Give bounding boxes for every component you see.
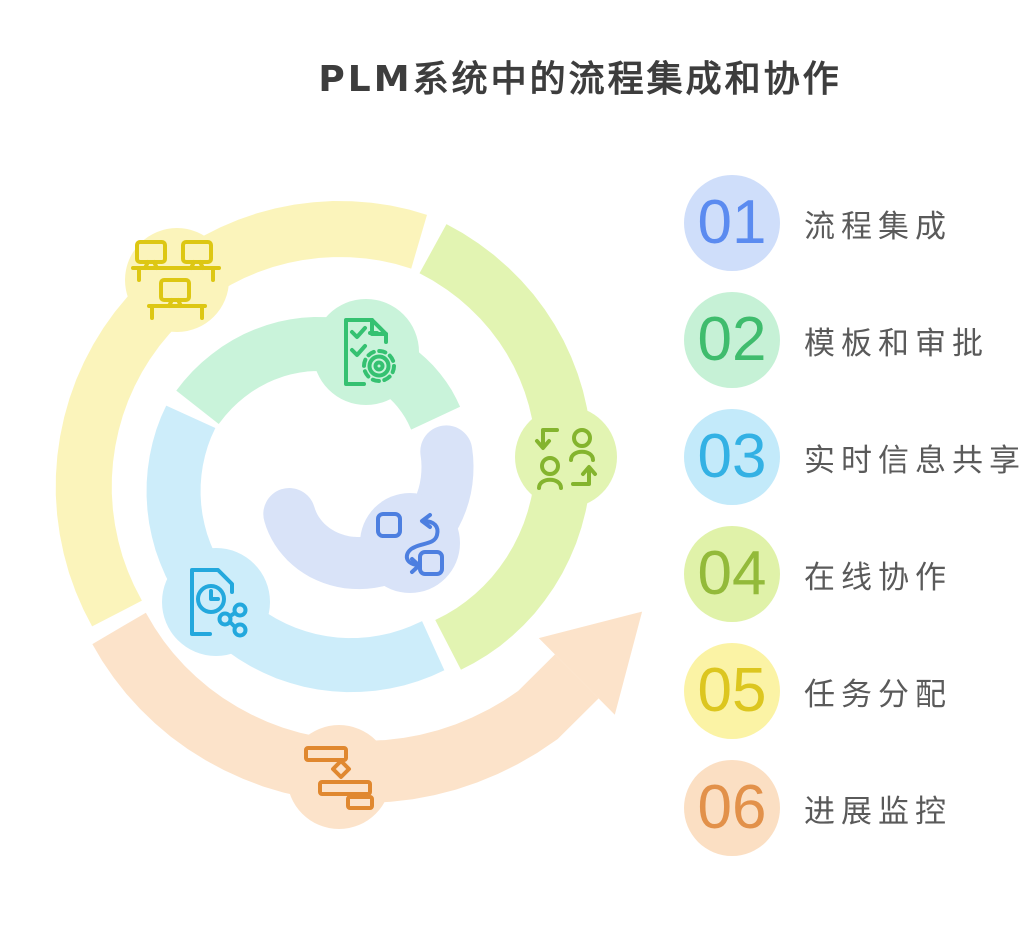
step-number-badge: 02 (684, 292, 780, 388)
legend-item: 03 实时信息共享 (684, 409, 1020, 505)
step-number-badge: 04 (684, 526, 780, 622)
legend-item: 05 任务分配 (684, 643, 1014, 739)
step-number-badge: 05 (684, 643, 780, 739)
page-title: PLM系统中的流程集成和协作 (318, 59, 842, 100)
step-number-badge: 06 (684, 760, 780, 856)
step-number: 01 (697, 188, 767, 257)
document-clock-share-icon (184, 566, 248, 638)
step-number-badge: 03 (684, 409, 780, 505)
legend-item: 02 模板和审批 (684, 292, 1014, 388)
gantt-chart-icon (304, 746, 374, 810)
legend-item: 04 在线协作 (684, 526, 1014, 622)
step-label: 模板和审批 (804, 325, 989, 361)
workstations-icon (131, 240, 223, 320)
step-number: 02 (697, 305, 767, 374)
legend-item: 06 进展监控 (684, 760, 1014, 856)
icon-blob-02 (313, 299, 419, 405)
people-exchange-icon (533, 424, 599, 490)
legend-item: 01 流程集成 (684, 175, 1014, 271)
step-label: 在线协作 (804, 559, 952, 595)
step-number: 04 (697, 539, 767, 608)
legend-list: 01 流程集成 02 模板和审批 03 实时信息共享 04 在线协作 0 (684, 175, 1020, 856)
step-label: 进展监控 (804, 793, 952, 829)
step-number: 03 (697, 422, 767, 491)
step-label: 任务分配 (804, 676, 952, 712)
spiral-band-05 (55, 200, 427, 627)
step-label: 流程集成 (804, 208, 952, 244)
spiral-arrow-head (538, 611, 643, 715)
workflow-icon (375, 511, 445, 577)
step-number: 06 (697, 773, 767, 842)
step-number: 05 (697, 656, 767, 725)
step-label: 实时信息共享 (804, 442, 1024, 478)
icon-blob-03 (162, 548, 270, 656)
icon-blob-01 (360, 493, 460, 593)
spiral-diagram (55, 200, 643, 829)
document-gear-icon (332, 316, 400, 388)
step-number-badge: 01 (684, 175, 780, 271)
